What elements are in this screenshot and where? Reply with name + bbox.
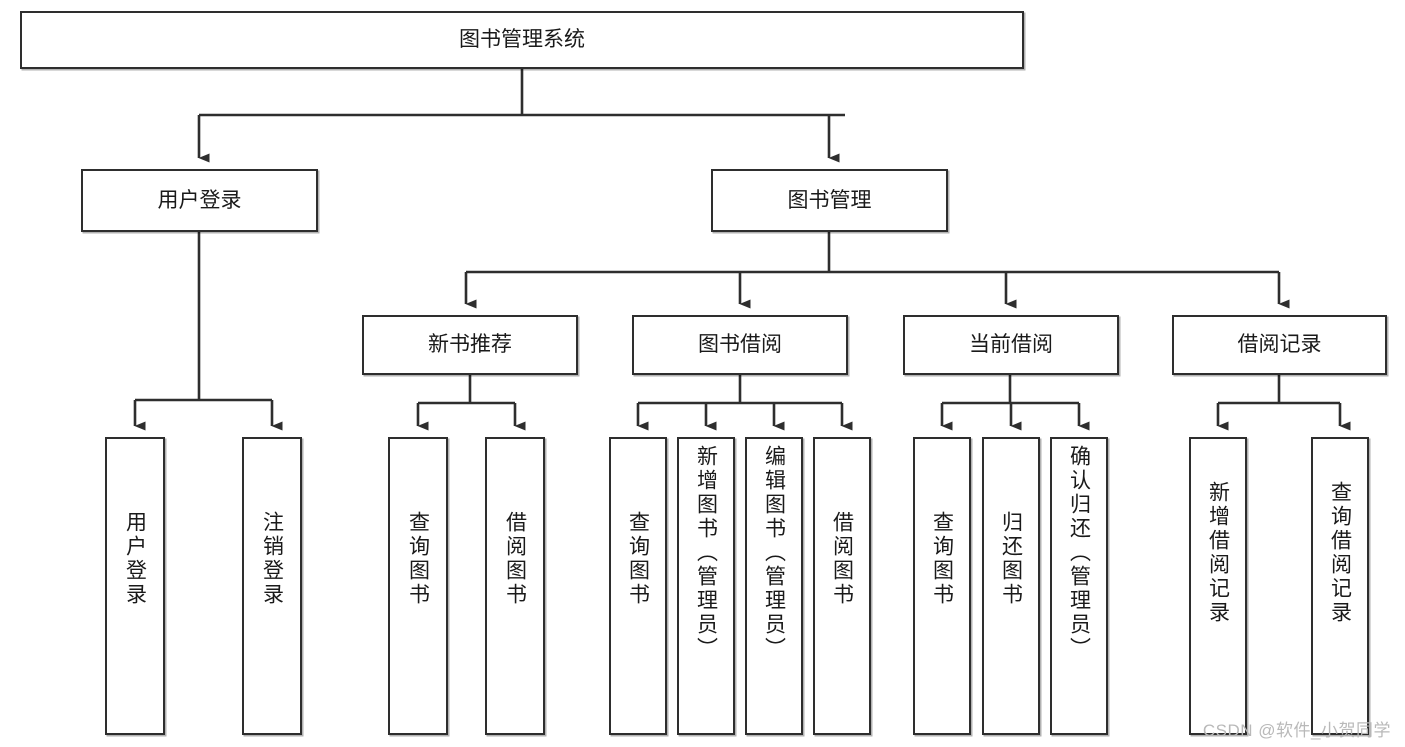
leaf-borrow-book[interactable]: 借阅图书: [813, 437, 871, 735]
node-label: 编辑图书（管理员）: [762, 445, 786, 661]
node-label: 查询图书: [406, 511, 430, 607]
edge-newbookrec-to-leaves: [416, 375, 526, 431]
edge-bookborrow-to-leaves: [636, 375, 853, 431]
leaf-return-book[interactable]: 归还图书: [982, 437, 1040, 735]
node-label: 图书管理系统: [459, 28, 585, 52]
leaf-add-book-admin[interactable]: 新增图书（管理员）: [677, 437, 735, 735]
edge-root-to-level2: [197, 69, 845, 163]
node-label: 归还图书: [999, 511, 1023, 607]
node-label: 借阅图书: [503, 511, 527, 607]
node-user-login[interactable]: 用户登录: [81, 169, 318, 232]
node-label: 用户登录: [157, 188, 242, 212]
edge-bookmanage-to-level3: [464, 232, 1290, 309]
edge-userlogin-to-leaves: [133, 232, 283, 431]
leaf-user-login[interactable]: 用户登录: [105, 437, 165, 735]
leaf-query-book-current[interactable]: 查询图书: [913, 437, 971, 735]
edge-borrowrecord-to-leaves: [1216, 375, 1351, 431]
node-label: 图书借阅: [698, 333, 782, 357]
node-label: 查询图书: [626, 511, 650, 607]
node-label: 新书推荐: [428, 333, 512, 357]
node-label: 图书管理: [787, 188, 872, 212]
node-label: 借阅记录: [1237, 333, 1322, 357]
leaf-borrow-book-recommend[interactable]: 借阅图书: [485, 437, 545, 735]
leaf-confirm-return-admin[interactable]: 确认归还（管理员）: [1050, 437, 1108, 735]
node-label: 新增图书（管理员）: [694, 445, 718, 661]
node-root-system[interactable]: 图书管理系统: [20, 11, 1024, 69]
node-label: 用户登录: [123, 511, 147, 607]
leaf-query-book-recommend[interactable]: 查询图书: [388, 437, 448, 735]
edge-currentborrow-to-leaves: [940, 375, 1090, 431]
node-borrow-record[interactable]: 借阅记录: [1172, 315, 1387, 375]
leaf-query-book-borrow[interactable]: 查询图书: [609, 437, 667, 735]
node-label: 确认归还（管理员）: [1067, 445, 1091, 661]
node-label: 借阅图书: [830, 511, 854, 607]
node-label: 查询借阅记录: [1328, 481, 1352, 625]
node-label: 当前借阅: [969, 333, 1053, 357]
node-book-borrow[interactable]: 图书借阅: [632, 315, 848, 375]
leaf-query-borrow-record[interactable]: 查询借阅记录: [1311, 437, 1369, 735]
node-label: 查询图书: [930, 511, 954, 607]
node-label: 新增借阅记录: [1206, 481, 1230, 625]
leaf-edit-book-admin[interactable]: 编辑图书（管理员）: [745, 437, 803, 735]
node-book-manage[interactable]: 图书管理: [711, 169, 948, 232]
leaf-logout-login[interactable]: 注销登录: [242, 437, 302, 735]
node-current-borrow[interactable]: 当前借阅: [903, 315, 1119, 375]
leaf-add-borrow-record[interactable]: 新增借阅记录: [1189, 437, 1247, 735]
node-label: 注销登录: [260, 511, 284, 607]
node-new-book-rec[interactable]: 新书推荐: [362, 315, 578, 375]
